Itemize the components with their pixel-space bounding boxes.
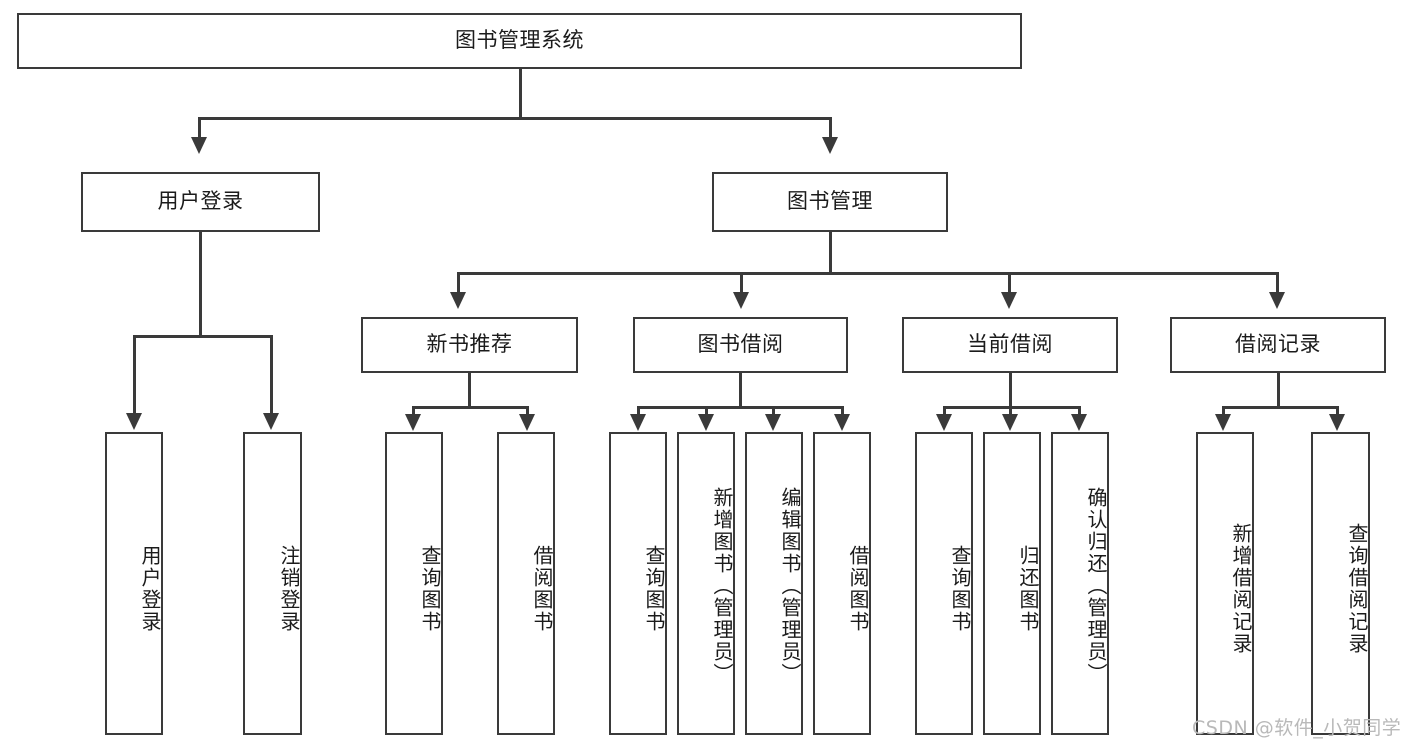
- leaf-cb-query-books[interactable]: 查询图书: [915, 432, 973, 735]
- arrow-bm-to-new-book-recommend: [450, 292, 466, 309]
- leaf-br-query-record[interactable]: 查询借阅记录: [1311, 432, 1370, 735]
- edge-cb-to-leaf-2: [1009, 406, 1012, 418]
- leaf-user-login[interactable]: 用户登录: [105, 432, 163, 735]
- leaf-cb-confirm-return-admin[interactable]: 确认归还（管理员）: [1051, 432, 1109, 735]
- node-current-borrow[interactable]: 当前借阅: [902, 317, 1118, 373]
- edge-bb-to-leaf-1: [637, 406, 640, 418]
- leaf-br-add-record[interactable]: 新增借阅记录: [1196, 432, 1254, 735]
- edge-root-stem: [519, 69, 522, 117]
- edge-user-login-distributor: [133, 335, 272, 338]
- node-root-book-management-system[interactable]: 图书管理系统: [17, 13, 1022, 69]
- leaf-bb-borrow-books[interactable]: 借阅图书: [813, 432, 871, 735]
- arrow-br-to-leaf-1: [1215, 414, 1231, 431]
- edge-book-management-stem: [829, 232, 832, 273]
- arrow-cb-to-leaf-3: [1071, 414, 1087, 431]
- node-user-login[interactable]: 用户登录: [81, 172, 320, 232]
- arrow-bm-to-book-borrow: [733, 292, 749, 309]
- arrow-user-login-to-leaf-2: [263, 413, 279, 430]
- arrow-bb-to-leaf-4: [834, 414, 850, 431]
- edge-book-management-distributor: [457, 272, 1278, 275]
- arrow-bm-to-borrow-record: [1269, 292, 1285, 309]
- edge-bb-to-leaf-4: [841, 406, 844, 418]
- node-new-book-recommend[interactable]: 新书推荐: [361, 317, 578, 373]
- edge-cb-to-leaf-1: [943, 406, 946, 418]
- leaf-nbr-query-books[interactable]: 查询图书: [385, 432, 443, 735]
- arrow-cb-to-leaf-2: [1002, 414, 1018, 431]
- edge-user-login-to-leaf-1: [133, 335, 136, 417]
- arrow-user-login-to-leaf-1: [126, 413, 142, 430]
- edge-bb-to-leaf-3: [772, 406, 775, 418]
- edge-bb-stem: [739, 373, 742, 409]
- edge-cb-distributor: [943, 406, 1081, 409]
- leaf-bb-add-book-admin[interactable]: 新增图书（管理员）: [677, 432, 735, 735]
- edge-root-distributor: [198, 117, 832, 120]
- edge-user-login-stem: [199, 232, 202, 335]
- node-book-borrow[interactable]: 图书借阅: [633, 317, 848, 373]
- edge-bb-distributor: [637, 406, 844, 409]
- edge-br-stem: [1277, 373, 1280, 409]
- edge-nbr-distributor: [412, 406, 529, 409]
- edge-br-to-leaf-1: [1222, 406, 1225, 418]
- arrow-nbr-to-leaf-2: [519, 414, 535, 431]
- edge-br-distributor: [1222, 406, 1339, 409]
- leaf-nbr-borrow-books[interactable]: 借阅图书: [497, 432, 555, 735]
- edge-bm-to-borrow-record: [1276, 272, 1279, 296]
- leaf-bb-edit-book-admin[interactable]: 编辑图书（管理员）: [745, 432, 803, 735]
- edge-bm-to-current-borrow: [1008, 272, 1011, 296]
- edge-root-to-user-login: [198, 117, 201, 141]
- arrow-bb-to-leaf-2: [698, 414, 714, 431]
- arrow-nbr-to-leaf-1: [405, 414, 421, 431]
- arrow-root-to-book-management: [822, 137, 838, 154]
- node-borrow-record[interactable]: 借阅记录: [1170, 317, 1386, 373]
- leaf-logout[interactable]: 注销登录: [243, 432, 302, 735]
- edge-nbr-to-leaf-1: [412, 406, 415, 418]
- edge-cb-stem: [1009, 373, 1012, 409]
- node-book-management[interactable]: 图书管理: [712, 172, 948, 232]
- arrow-bm-to-current-borrow: [1001, 292, 1017, 309]
- arrow-br-to-leaf-2: [1329, 414, 1345, 431]
- csdn-watermark: CSDN @软件_小贺同学: [1192, 717, 1402, 739]
- edge-nbr-to-leaf-2: [526, 406, 529, 418]
- arrow-bb-to-leaf-3: [765, 414, 781, 431]
- leaf-cb-return-books[interactable]: 归还图书: [983, 432, 1041, 735]
- edge-bm-to-new-book-recommend: [457, 272, 460, 296]
- edge-root-to-book-management: [829, 117, 832, 141]
- arrow-bb-to-leaf-1: [630, 414, 646, 431]
- arrow-cb-to-leaf-1: [936, 414, 952, 431]
- edge-bb-to-leaf-2: [705, 406, 708, 418]
- edge-cb-to-leaf-3: [1078, 406, 1081, 418]
- edge-br-to-leaf-2: [1336, 406, 1339, 418]
- edge-user-login-to-leaf-2: [270, 335, 273, 417]
- edge-nbr-stem: [468, 373, 471, 409]
- leaf-bb-query-books[interactable]: 查询图书: [609, 432, 667, 735]
- arrow-root-to-user-login: [191, 137, 207, 154]
- edge-bm-to-book-borrow: [740, 272, 743, 296]
